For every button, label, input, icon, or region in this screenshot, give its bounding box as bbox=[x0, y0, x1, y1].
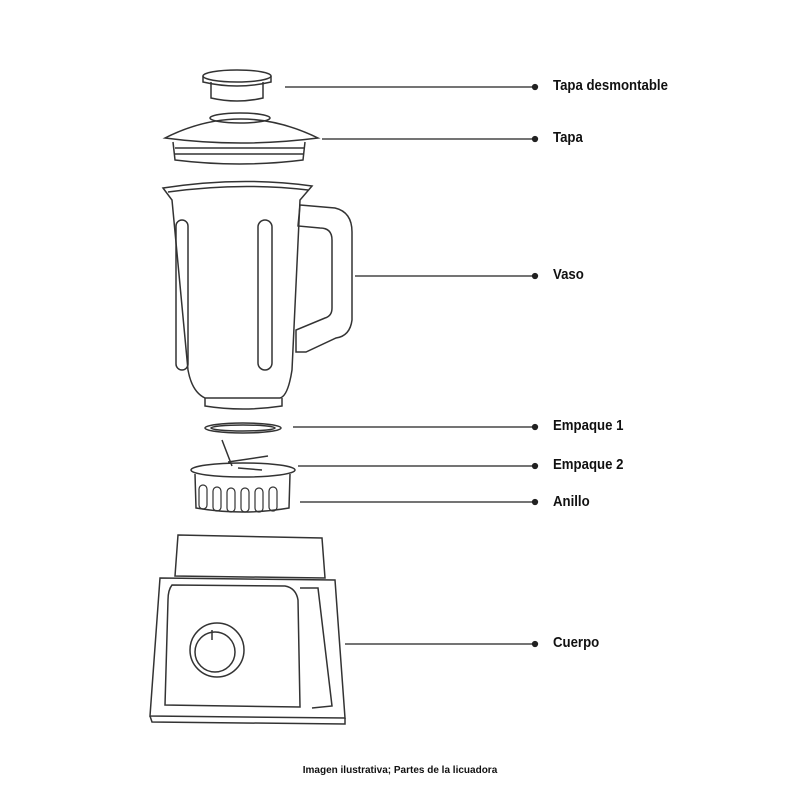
lid bbox=[162, 112, 321, 165]
gasket-1 bbox=[204, 422, 282, 434]
label-vaso: Vaso bbox=[553, 266, 584, 283]
removable-cap bbox=[202, 69, 272, 102]
label-anillo: Anillo bbox=[553, 493, 590, 510]
leader-lines bbox=[285, 83, 539, 648]
label-empaque-2: Empaque 2 bbox=[553, 456, 624, 473]
jar bbox=[161, 180, 353, 410]
blade-ring bbox=[190, 439, 296, 513]
label-empaque-1: Empaque 1 bbox=[553, 417, 624, 434]
caption: Imagen ilustrativa; Partes de la licuado… bbox=[302, 765, 498, 776]
label-tapa-desmontable: Tapa desmontable bbox=[553, 77, 668, 94]
motor-base bbox=[149, 534, 346, 725]
label-tapa: Tapa bbox=[553, 129, 583, 146]
label-cuerpo: Cuerpo bbox=[553, 634, 600, 651]
